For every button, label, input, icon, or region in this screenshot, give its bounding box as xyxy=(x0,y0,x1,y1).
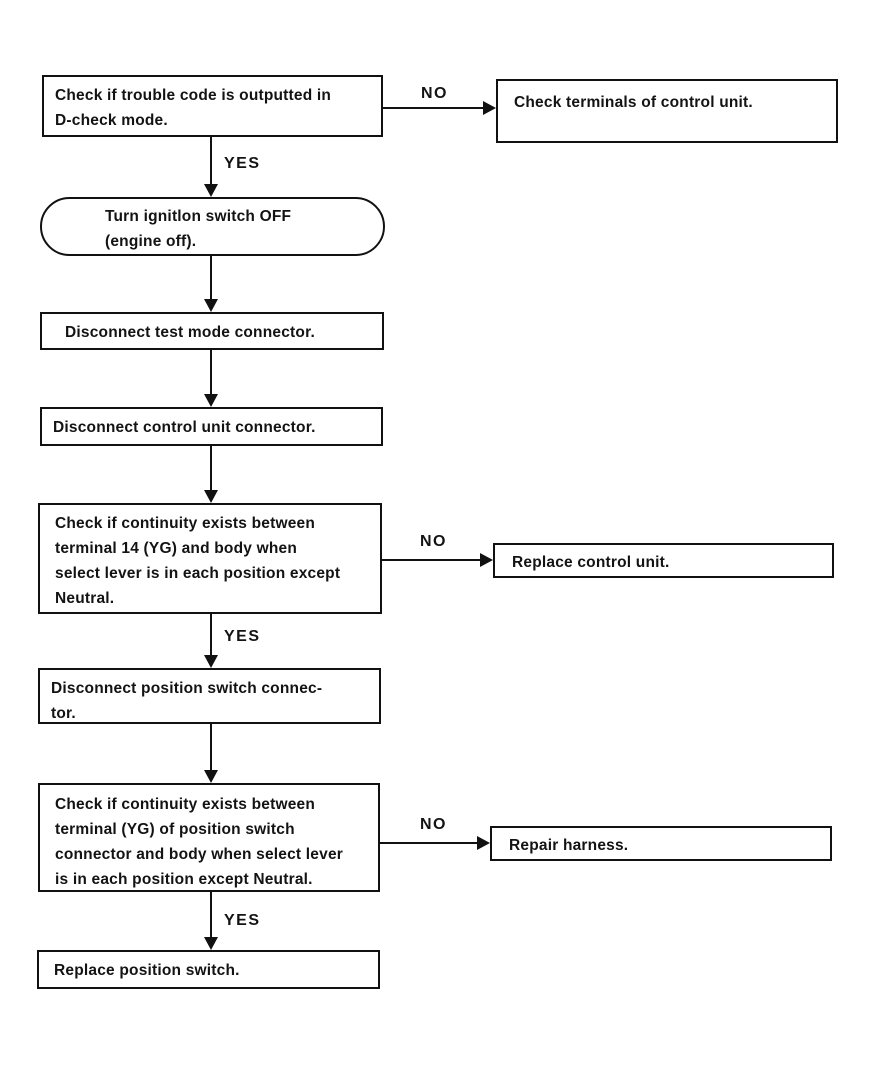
arrowhead-down-icon xyxy=(204,655,218,668)
connector-no-2 xyxy=(382,559,480,561)
connector-yes-1 xyxy=(210,137,212,187)
connector-line xyxy=(210,724,212,770)
connector-line xyxy=(210,350,212,394)
edge-label-no-1: NO xyxy=(421,85,448,102)
node-replace-position-switch: Replace position switch. xyxy=(37,950,380,989)
node-turn-ignition-switch-off: Turn ignitlon switch OFF (engine off). xyxy=(40,197,385,256)
arrowhead-down-icon xyxy=(204,937,218,950)
arrowhead-right-icon xyxy=(477,836,490,850)
node-disconnect-test-mode-connector: Disconnect test mode connector. xyxy=(40,312,384,350)
connector-no-3 xyxy=(380,842,477,844)
node-check-trouble-code: Check if trouble code is outputted in D-… xyxy=(42,75,383,137)
node-repair-harness: Repair harness. xyxy=(490,826,832,861)
arrowhead-down-icon xyxy=(204,184,218,197)
arrowhead-down-icon xyxy=(204,299,218,312)
connector-no-1 xyxy=(383,107,484,109)
arrowhead-down-icon xyxy=(204,770,218,783)
arrowhead-down-icon xyxy=(204,394,218,407)
edge-label-yes-2: YES xyxy=(224,628,261,645)
edge-label-no-2: NO xyxy=(420,533,447,550)
node-disconnect-control-unit-connector: Disconnect control unit connector. xyxy=(40,407,383,446)
edge-label-no-3: NO xyxy=(420,816,447,833)
node-check-continuity-yg: Check if continuity exists between termi… xyxy=(38,783,380,892)
arrowhead-right-icon xyxy=(483,101,496,115)
connector-line xyxy=(210,256,212,300)
edge-label-yes-3: YES xyxy=(224,912,261,929)
edge-label-yes-1: YES xyxy=(224,155,261,172)
connector-yes-3 xyxy=(210,892,212,938)
node-check-continuity-terminal-14: Check if continuity exists between termi… xyxy=(38,503,382,614)
arrowhead-down-icon xyxy=(204,490,218,503)
node-disconnect-position-switch-connector: Disconnect position switch connec- tor. xyxy=(38,668,381,724)
connector-yes-2 xyxy=(210,614,212,656)
arrowhead-right-icon xyxy=(480,553,493,567)
connector-line xyxy=(210,446,212,490)
node-check-terminals-of-control-unit: Check terminals of control unit. xyxy=(496,79,838,143)
node-replace-control-unit: Replace control unit. xyxy=(493,543,834,578)
